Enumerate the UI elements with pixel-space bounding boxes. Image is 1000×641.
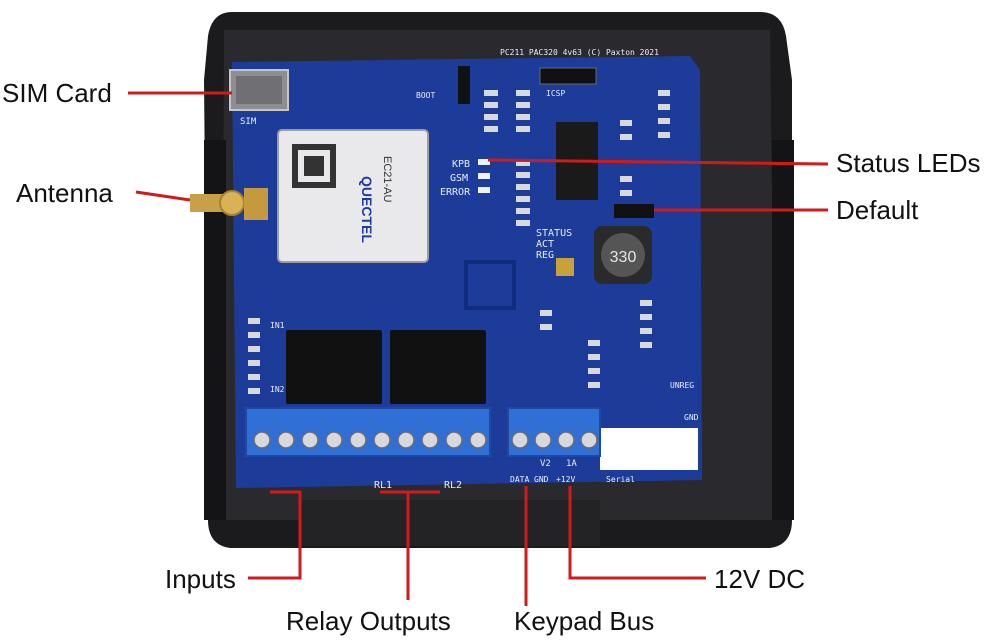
inductor-value: 330 bbox=[610, 249, 637, 266]
callout-antenna: Antenna bbox=[16, 178, 113, 208]
callout-relay-outputs: Relay Outputs bbox=[286, 606, 451, 636]
boot-silk: BOOT bbox=[416, 91, 435, 100]
led-gsm: GSM bbox=[450, 173, 468, 184]
callout-12v-dc: 12V DC bbox=[714, 564, 806, 594]
rl2-silk: RL2 bbox=[444, 480, 462, 491]
pcb-white-label bbox=[600, 428, 698, 470]
icsp-silk: ICSP bbox=[546, 89, 565, 98]
led-status: STATUS bbox=[536, 228, 572, 239]
boot-header bbox=[458, 66, 470, 104]
led-act: ACT bbox=[536, 239, 554, 250]
enclosure-foot bbox=[300, 500, 600, 546]
terminal-screws-main bbox=[253, 431, 487, 449]
terminal-screws-keypad bbox=[511, 431, 598, 449]
leader-12v bbox=[568, 486, 706, 580]
led-reg: REG bbox=[536, 250, 554, 261]
leader-inputs bbox=[248, 490, 302, 580]
default-jumper bbox=[614, 204, 654, 218]
capacitor bbox=[556, 258, 574, 276]
sim-silk: SIM bbox=[240, 117, 257, 127]
callout-keypad-bus: Keypad Bus bbox=[514, 606, 655, 636]
v2-silk: V2 bbox=[540, 459, 551, 469]
enclosure-right-rail bbox=[772, 140, 794, 520]
callout-sim-card: SIM Card bbox=[2, 78, 112, 108]
gnd-silk: GND bbox=[684, 413, 699, 422]
data-silk: DATA bbox=[510, 475, 529, 484]
serial-silk: Serial bbox=[606, 475, 635, 484]
enclosure-left-rail bbox=[204, 140, 226, 520]
unreg-silk: UNREG bbox=[670, 381, 694, 390]
callout-default: Default bbox=[836, 195, 919, 225]
led-error: ERROR bbox=[440, 187, 471, 198]
callout-status-leds: Status LEDs bbox=[836, 148, 981, 178]
board-header: PC211 PAC320 4v63 (C) Paxton 2021 bbox=[500, 48, 659, 57]
led-kpb: KPB bbox=[452, 159, 470, 170]
antenna-connector bbox=[190, 194, 226, 212]
in1-silk: IN1 bbox=[270, 321, 285, 330]
leader-antenna bbox=[135, 190, 191, 202]
in2-silk: IN2 bbox=[270, 385, 285, 394]
module-model: EC21-AU bbox=[381, 156, 393, 203]
leader-status-leds bbox=[487, 158, 829, 166]
fuse-silk: 1A bbox=[566, 459, 577, 469]
callout-inputs: Inputs bbox=[165, 564, 236, 594]
relay-1 bbox=[286, 330, 382, 404]
rl1-silk: RL1 bbox=[374, 480, 392, 491]
gnd-bottom-silk: GND bbox=[534, 475, 549, 484]
leader-lines bbox=[128, 91, 829, 606]
icsp-header bbox=[539, 67, 597, 85]
v12-silk: +12V bbox=[556, 475, 575, 484]
module-brand: QUECTEL bbox=[359, 176, 375, 243]
relay-2 bbox=[390, 330, 486, 404]
